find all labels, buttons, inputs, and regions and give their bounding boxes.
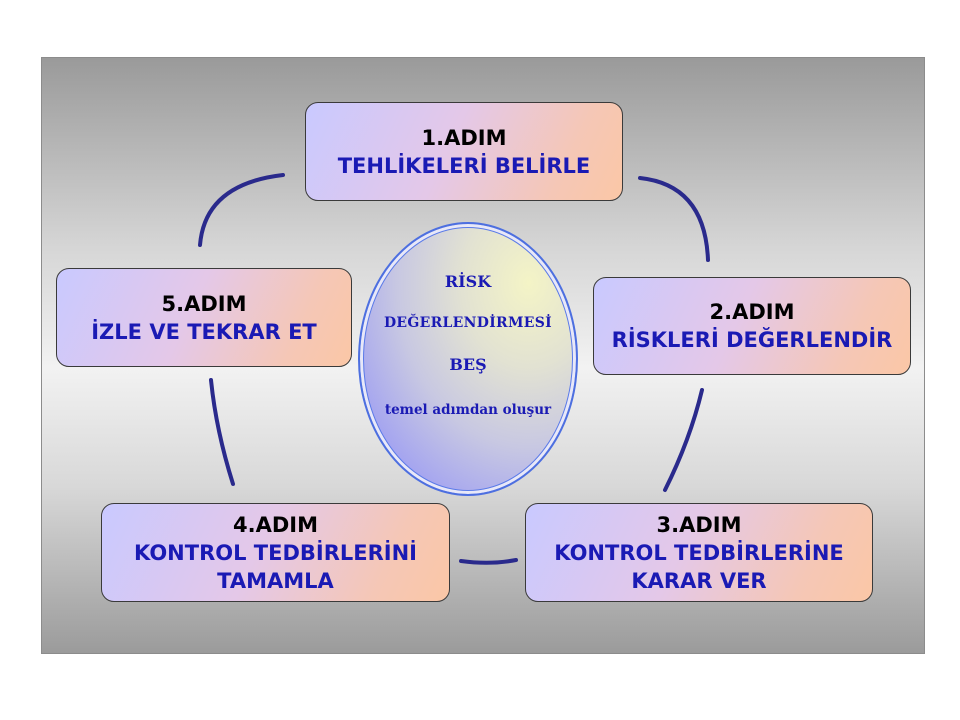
connector-1-2 — [638, 176, 710, 262]
center-line-degerlendirmesi: DEĞERLENDİRMESİ — [383, 315, 553, 331]
step-3-box: 3.ADIM KONTROL TEDBİRLERİNE KARAR VER — [525, 503, 873, 602]
step-3-number: 3.ADIM — [656, 512, 742, 537]
connector-4-5 — [209, 378, 235, 486]
step-3-text: KONTROL TEDBİRLERİNE KARAR VER — [554, 540, 844, 593]
step-5-box: 5.ADIM İZLE VE TEKRAR ET — [56, 268, 352, 367]
connector-3-4 — [459, 558, 518, 565]
step-4-text: KONTROL TEDBİRLERİNİ TAMAMLA — [134, 540, 417, 593]
step-1-box: 1.ADIM TEHLİKELERİ BELİRLE — [305, 102, 623, 201]
center-line-risk: RİSK — [444, 272, 492, 291]
step-4-box: 4.ADIM KONTROL TEDBİRLERİNİ TAMAMLA — [101, 503, 450, 602]
connector-5-1 — [198, 173, 285, 247]
center-ellipse: RİSK DEĞERLENDİRMESİ BEŞ temel adımdan o… — [358, 222, 578, 496]
step-1-number: 1.ADIM — [421, 125, 507, 150]
center-line-temel: temel adımdan oluşur — [384, 402, 552, 418]
connector-2-3 — [663, 388, 704, 492]
center-line-bes: BEŞ — [449, 355, 487, 374]
step-2-box: 2.ADIM RİSKLERİ DEĞERLENDİR — [593, 277, 911, 375]
step-5-number: 5.ADIM — [161, 291, 247, 316]
step-4-number: 4.ADIM — [233, 512, 318, 537]
step-1-text: TEHLİKELERİ BELİRLE — [337, 153, 591, 178]
step-2-number: 2.ADIM — [709, 300, 795, 324]
step-5-text: İZLE VE TEKRAR ET — [91, 319, 317, 344]
step-2-text: RİSKLERİ DEĞERLENDİR — [611, 328, 893, 352]
